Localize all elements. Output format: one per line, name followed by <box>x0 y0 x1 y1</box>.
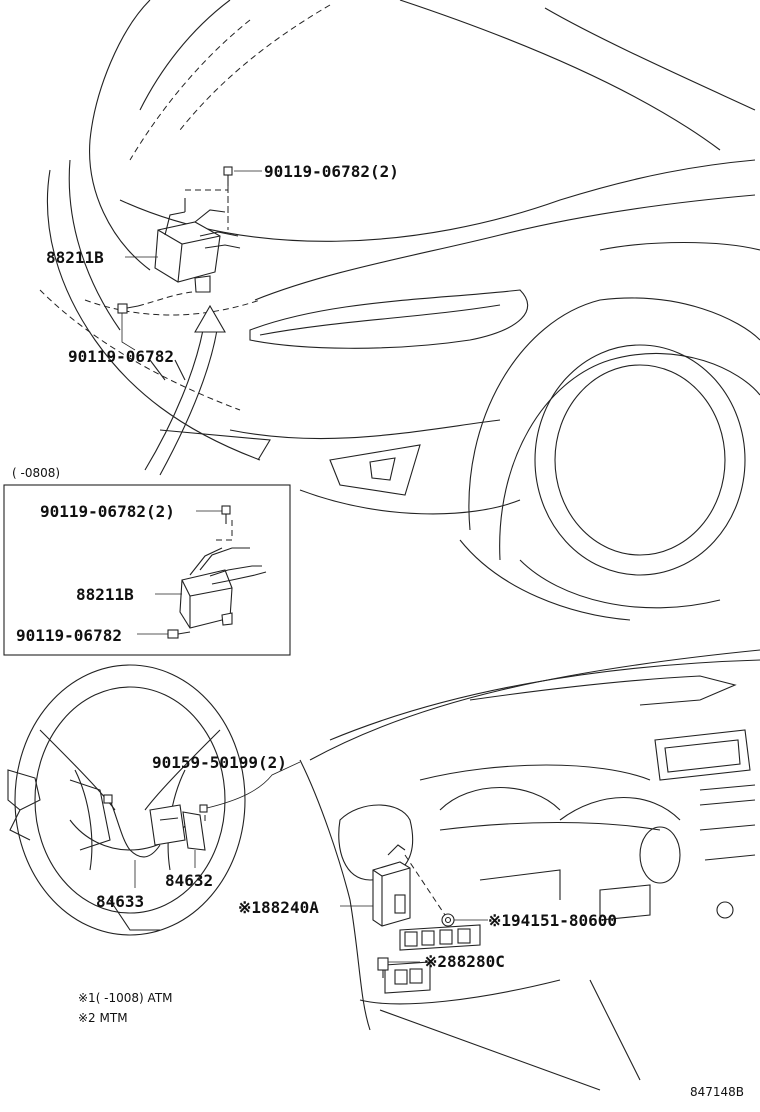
label-88280c: ※288280C <box>424 952 505 971</box>
note-atm: ※1( -1008) ATM <box>78 991 173 1005</box>
dash-bolt-top-2 <box>137 291 193 307</box>
bolt-icon-inset-1[interactable] <box>221 505 231 524</box>
figure-id: 847148B <box>690 1085 744 1099</box>
label-bolt-top-qty: 90119-06782(2) <box>264 162 399 181</box>
zoom-arrow-icon <box>144 304 226 476</box>
leader-bolt-top-2 <box>121 313 136 351</box>
ecu-module-inset[interactable] <box>179 520 267 629</box>
screw-icon-90159[interactable] <box>199 804 208 813</box>
label-94151: ※194151-80600 <box>488 911 617 930</box>
car-front-illustration <box>39 0 760 621</box>
wire-84633[interactable] <box>103 794 161 858</box>
inset-box <box>3 484 291 656</box>
switch-84632[interactable] <box>149 804 206 851</box>
fastener-94151[interactable] <box>441 913 455 927</box>
steering-wheel-illustration <box>7 664 246 936</box>
label-inset-bolt-single: 90119-06782 <box>16 626 122 645</box>
label-88240a: ※188240A <box>238 898 319 917</box>
bolt-icon-top-2[interactable] <box>117 303 139 314</box>
switch-88280c[interactable] <box>377 957 389 978</box>
label-84632: 84632 <box>165 871 213 890</box>
label-inset-bolt-qty: 90119-06782(2) <box>40 502 175 521</box>
ecu-module-top[interactable] <box>154 189 241 293</box>
label-ecu-top: 88211B <box>46 248 104 267</box>
label-84633: 84633 <box>96 892 144 911</box>
computer-88240a[interactable] <box>372 844 411 927</box>
dashboard-illustration <box>299 649 760 1091</box>
label-inset-ecu: 88211B <box>76 585 134 604</box>
note-mtm: ※2 MTM <box>78 1011 128 1025</box>
label-screw-qty: 90159-50199(2) <box>152 753 287 772</box>
label-date-range: ( -0808) <box>12 466 60 480</box>
dash-88240a <box>404 854 446 916</box>
bolt-icon-top-1[interactable] <box>223 166 233 186</box>
label-bolt-top-single: 90119-06782 <box>68 347 174 366</box>
leader-screw <box>206 761 301 809</box>
bolt-icon-inset-2[interactable] <box>167 629 191 639</box>
